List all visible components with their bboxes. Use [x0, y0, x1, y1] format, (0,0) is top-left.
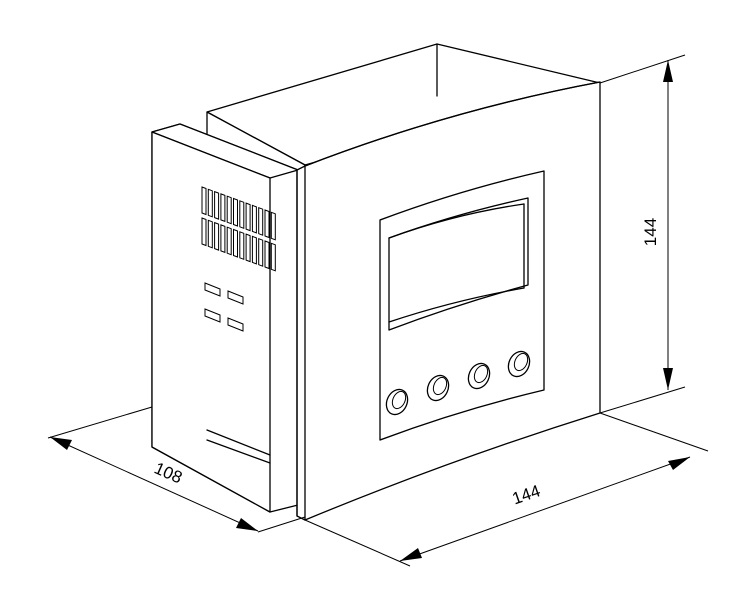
knob-3[interactable]	[464, 360, 493, 392]
side-indicators	[204, 282, 244, 332]
vent-slot	[270, 242, 276, 272]
knob-4[interactable]	[504, 348, 533, 380]
height-label: 144	[641, 218, 660, 246]
width-label: 144	[510, 481, 543, 508]
arrow-head-left	[400, 548, 422, 561]
vent-slot	[270, 211, 276, 241]
knob-2[interactable]	[423, 372, 452, 404]
vent-slot	[251, 204, 257, 234]
vent-slot	[233, 228, 238, 258]
vent-slots	[201, 186, 276, 272]
vent-slot	[264, 209, 270, 239]
arrow-head-down	[663, 368, 673, 390]
vent-slot	[207, 188, 213, 218]
vent-slot	[214, 190, 220, 220]
vent-slot	[220, 224, 226, 254]
vent-slot	[201, 217, 207, 247]
vent-slot	[233, 197, 238, 227]
vent-slot	[239, 231, 245, 261]
vent-slot	[264, 240, 270, 270]
arrow-head-up	[663, 60, 673, 82]
vent-slot	[239, 200, 245, 230]
knob-1[interactable]	[382, 386, 411, 418]
arrow-head-depth-left	[50, 437, 72, 450]
lcd-screen	[388, 197, 529, 331]
side-panel	[151, 123, 299, 513]
arrow-head-depth-right	[236, 518, 258, 531]
vent-slot	[245, 233, 251, 263]
vent-slot	[214, 221, 220, 251]
vent-slot	[201, 186, 207, 216]
vent-slot	[251, 235, 257, 265]
vent-slot	[258, 237, 264, 267]
vent-slot	[258, 206, 264, 236]
vent-slot	[245, 202, 251, 232]
vent-slot	[220, 193, 226, 223]
height-dimension: 144	[599, 54, 686, 414]
vent-slot	[226, 226, 232, 256]
vent-slot	[207, 219, 213, 249]
vent-slot	[226, 195, 232, 225]
arrow-head-right	[668, 457, 690, 470]
